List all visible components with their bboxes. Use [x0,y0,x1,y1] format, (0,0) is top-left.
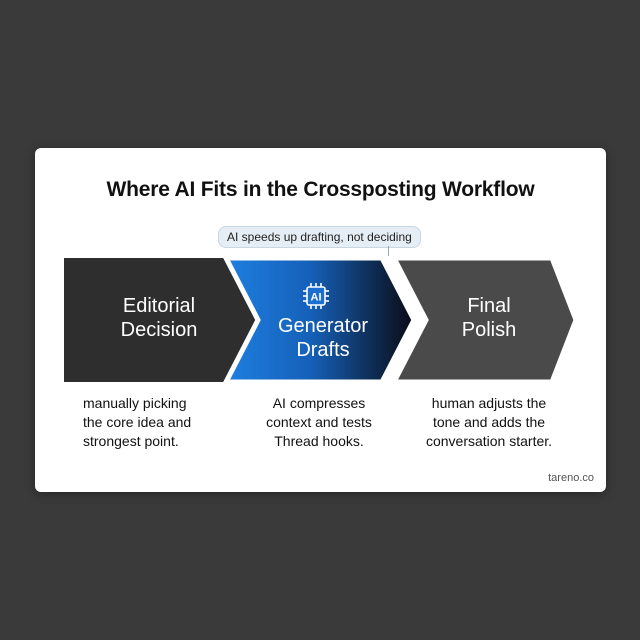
desc-line: strongest point. [83,433,179,449]
workflow-card: Where AI Fits in the Crossposting Workfl… [35,148,606,492]
desc-line: conversation starter. [425,433,553,449]
step-polish-line1: Final [467,295,511,317]
desc-line: tone and adds the [432,414,546,430]
ai-chip-text: AI [311,292,322,304]
callout-note: AI speeds up drafting, not deciding [218,226,421,248]
step-polish-line2: Polish [461,319,517,341]
step-editorial-label: Editorial Decision [74,294,244,342]
desc-line: AI compresses [272,395,366,411]
desc-line: human adjusts the [431,395,547,411]
step-generator-desc: AI compresses context and tests Thread h… [249,394,389,451]
diagram-title: Where AI Fits in the Crossposting Workfl… [106,178,535,201]
ai-chip-icon: AI [303,283,329,309]
brand-watermark: tareno.co [548,472,594,484]
step-editorial-line2: Decision [120,319,198,341]
step-editorial-arrow [64,258,276,382]
step-polish-label: Final Polish [429,294,549,342]
step-generator-line2: Drafts [296,339,350,361]
desc-line: the core idea and [83,414,192,430]
desc-line: manually picking [83,395,187,411]
step-generator-arrow [223,258,417,382]
workflow-flow: Editorial Decision Generator Drafts Fina… [64,258,584,382]
desc-line: context and tests [266,414,372,430]
step-editorial-line1: Editorial [122,295,196,317]
desc-line: Thread hooks. [274,433,364,449]
callout-connector [388,246,389,256]
step-polish-arrow [391,258,579,382]
step-generator-line1: Generator [277,315,369,337]
step-polish-desc: human adjusts the tone and adds the conv… [409,394,569,451]
step-generator-label: Generator Drafts [258,314,388,362]
step-editorial-desc: manually picking the core idea and stron… [83,394,243,451]
